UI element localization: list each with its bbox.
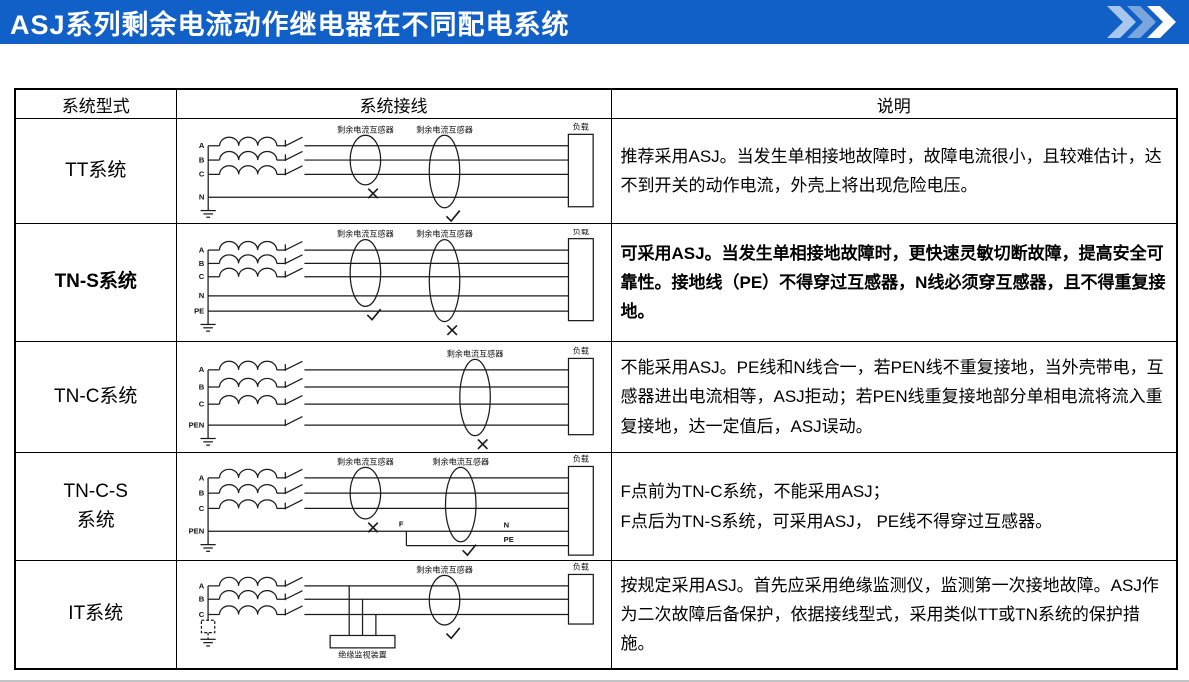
svg-text:剩余电流互感器: 剩余电流互感器: [337, 457, 394, 467]
circuit-diagram-tt: ABC N 剩余电流互感器 剩余电流互感器 负载: [198, 121, 594, 222]
svg-text:C: C: [198, 504, 204, 513]
svg-text:剩余电流互感器: 剩余电流互感器: [446, 348, 503, 358]
svg-text:C: C: [198, 169, 204, 178]
svg-text:F: F: [398, 520, 403, 529]
circuit-diagram-tncs: ABC PEN F N PE 剩余电流互感器 剩余电流互感器 负载: [189, 454, 594, 557]
system-type-cell: TN-S系统: [14, 223, 177, 342]
svg-text:C: C: [198, 399, 204, 408]
circuit-diagram-tnc: ABC PEN 剩余电流互感器 负载: [189, 345, 594, 450]
svg-text:剩余电流互感器: 剩余电流互感器: [416, 565, 473, 575]
svg-text:PE: PE: [194, 306, 204, 315]
description-cell: 推荐采用ASJ。当发生单相接地故障时，故障电流很小，且较难估计，达不到开关的动作…: [610, 118, 1178, 224]
header-system-type: 系统型式: [14, 88, 177, 119]
svg-text:A: A: [198, 245, 204, 254]
svg-text:剩余电流互感器: 剩余电流互感器: [337, 124, 394, 134]
header-description: 说明: [610, 88, 1178, 119]
description-cell: F点前为TN-C系统，不能采用ASJ； F点后为TN-S系统，可采用ASJ， P…: [610, 452, 1178, 561]
svg-text:PEN: PEN: [189, 420, 204, 429]
circuit-diagram-tns: ABC N PE 剩余电流互感器 剩余电流互感器 负载: [194, 229, 594, 336]
svg-text:A: A: [198, 581, 204, 590]
svg-text:B: B: [198, 595, 204, 604]
page-title: ASJ系列剩余电流动作继电器在不同配电系统: [10, 9, 570, 40]
description-cell: 可采用ASJ。当发生单相接地故障时，更快速灵敏切断故障，提高安全可靠性。接地线（…: [610, 223, 1178, 342]
svg-text:负载: 负载: [572, 229, 588, 236]
system-type-cell: TN-C系统: [14, 341, 177, 453]
svg-text:B: B: [198, 259, 204, 268]
svg-text:负载: 负载: [572, 345, 588, 355]
system-type-cell: TN-C-S 系统: [14, 452, 177, 561]
svg-text:剩余电流互感器: 剩余电流互感器: [337, 229, 394, 239]
svg-text:PE: PE: [503, 535, 513, 544]
svg-text:剩余电流互感器: 剩余电流互感器: [416, 124, 473, 134]
svg-text:剩余电流互感器: 剩余电流互感器: [432, 457, 489, 467]
page-bottom-edge: [0, 680, 1189, 682]
description-cell: 按规定采用ASJ。首先应采用绝缘监测仪，监测第一次接地故障。ASJ作为二次故障后…: [610, 560, 1178, 670]
chevrons-icon: [1107, 6, 1176, 38]
svg-text:负载: 负载: [572, 454, 588, 464]
svg-text:绝缘监视装置: 绝缘监视装置: [338, 649, 387, 659]
table-header-row: 系统型式 系统接线 说明: [14, 88, 1178, 119]
svg-text:剩余电流互感器: 剩余电流互感器: [416, 229, 473, 239]
svg-text:B: B: [198, 155, 204, 164]
svg-text:C: C: [198, 610, 204, 619]
description-cell: 不能采用ASJ。PE线和N线合一，若PEN线不重复接地，当外壳带电，互感器进出电…: [610, 341, 1178, 453]
svg-text:A: A: [198, 473, 204, 482]
svg-text:B: B: [198, 382, 204, 391]
header-system-wiring: 系统接线: [175, 88, 612, 119]
svg-text:负载: 负载: [572, 121, 588, 131]
system-type-cell: IT系统: [14, 560, 177, 670]
svg-text:B: B: [198, 489, 204, 498]
svg-text:PEN: PEN: [189, 527, 204, 536]
svg-text:A: A: [198, 365, 204, 374]
svg-text:负载: 负载: [572, 562, 588, 572]
svg-text:N: N: [503, 520, 509, 529]
svg-text:N: N: [198, 192, 204, 201]
svg-text:N: N: [198, 291, 204, 300]
svg-text:A: A: [198, 141, 204, 150]
svg-text:C: C: [198, 272, 204, 281]
header-bar: ASJ系列剩余电流动作继电器在不同配电系统: [0, 0, 1189, 44]
system-type-cell: TT系统: [14, 118, 177, 224]
